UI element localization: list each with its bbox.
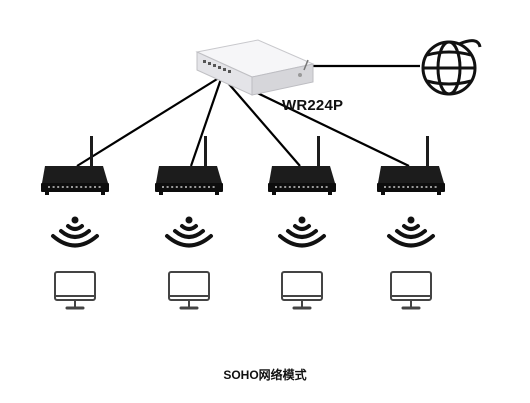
wireless-router-icon xyxy=(155,136,223,195)
monitor-icon xyxy=(54,271,96,310)
link-gateway-router xyxy=(221,75,301,167)
wireless-router-icon xyxy=(268,136,336,195)
wireless-router-icon xyxy=(41,136,109,195)
link-gateway-router xyxy=(76,75,223,167)
internet-globe-icon xyxy=(421,39,482,96)
link-gateway-router xyxy=(189,75,224,167)
wifi-signal-icon xyxy=(165,216,213,248)
device-label: WR224P xyxy=(282,97,344,114)
diagram-caption: SOHO网络模式 xyxy=(223,368,307,382)
wifi-signal-icon xyxy=(387,216,435,248)
wifi-signal-icon xyxy=(51,216,99,248)
gateway-router-icon xyxy=(195,39,315,96)
wifi-signal-icon xyxy=(278,216,326,248)
branches xyxy=(41,136,445,310)
monitor-icon xyxy=(390,271,432,310)
wireless-router-icon xyxy=(377,136,445,195)
monitor-icon xyxy=(168,271,210,310)
monitor-icon xyxy=(281,271,323,310)
